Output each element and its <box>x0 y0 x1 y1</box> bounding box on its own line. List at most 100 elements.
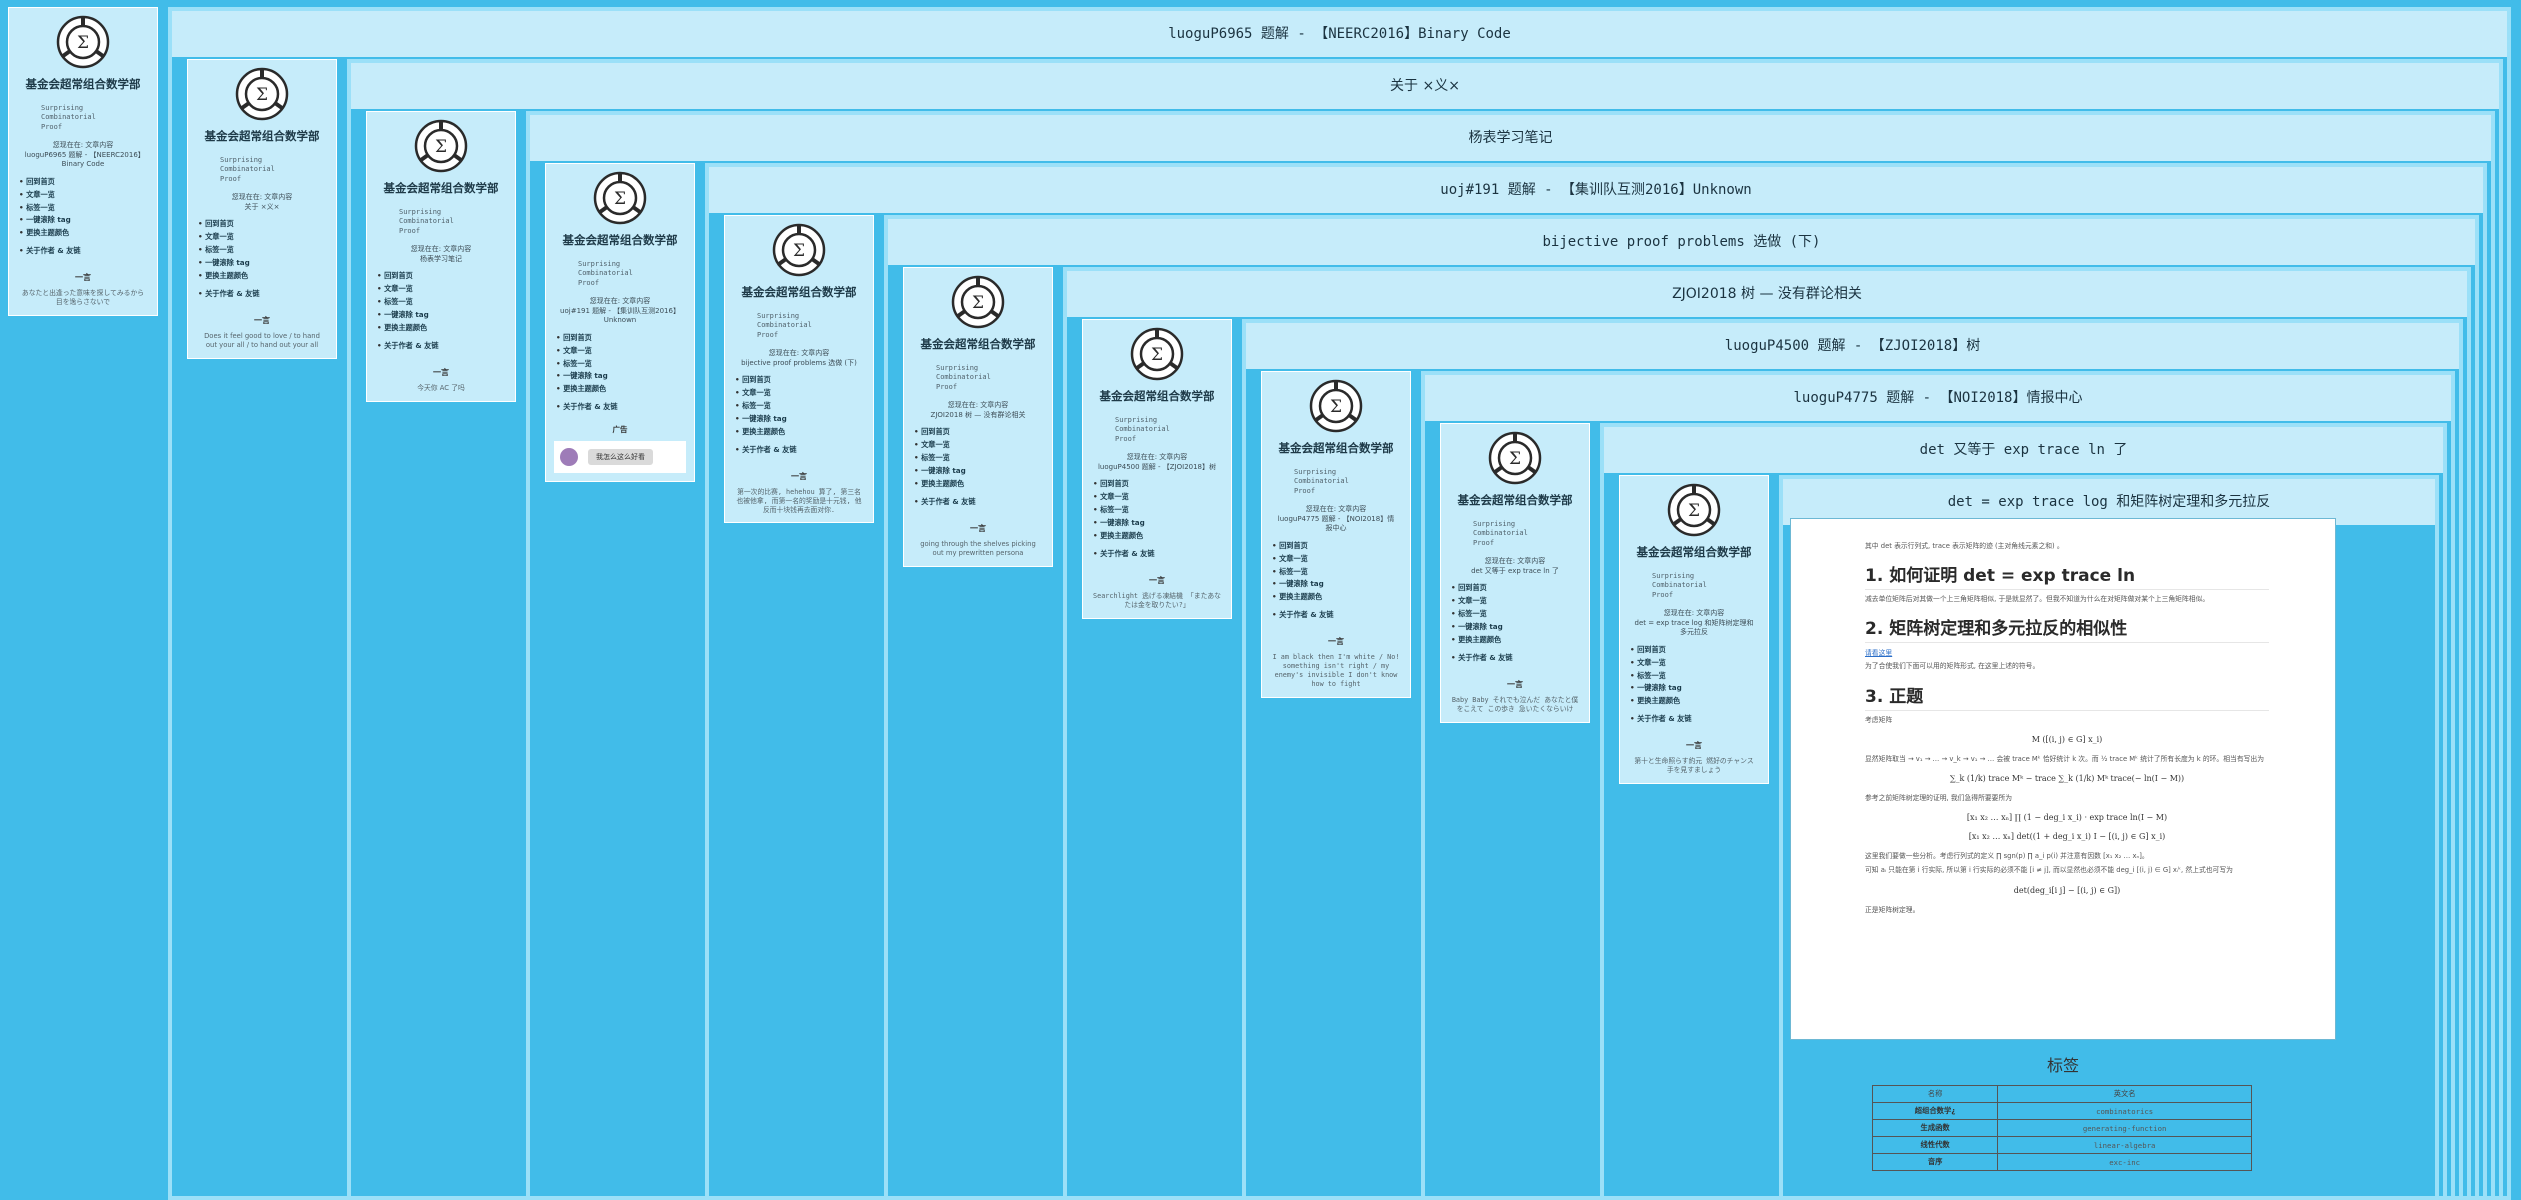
nav-tags[interactable]: 标签一览 <box>1093 504 1225 517</box>
site-title[interactable]: 基金会超常组合数学部 <box>204 129 320 143</box>
scp-logo-icon[interactable]: Σ <box>1483 430 1547 486</box>
yiyan-title: 一言 <box>970 523 986 533</box>
nav-home[interactable]: 回到首页 <box>1451 582 1583 595</box>
nav-articles[interactable]: 文章一览 <box>914 439 1046 452</box>
tag-slug[interactable]: exc-inc <box>1997 1153 2252 1171</box>
article-link[interactable]: 请看这里 <box>1865 649 1893 658</box>
site-title[interactable]: 基金会超常组合数学部 <box>1457 493 1573 507</box>
site-title[interactable]: 基金会超常组合数学部 <box>562 233 678 247</box>
nav-articles[interactable]: 文章一览 <box>1630 657 1762 670</box>
tag-name[interactable]: 音序 <box>1871 1153 1999 1171</box>
nav-hide-tags[interactable]: 一键滚除 tag <box>735 413 867 426</box>
ad-box[interactable]: 我怎么这么好看 <box>554 441 686 474</box>
nav-hide-tags[interactable]: 一键滚除 tag <box>556 370 688 383</box>
nav-hide-tags[interactable]: 一键滚除 tag <box>19 214 151 227</box>
site-title[interactable]: 基金会超常组合数学部 <box>1278 441 1394 455</box>
scp-logo-icon[interactable]: Σ <box>767 222 831 278</box>
nav-theme-color[interactable]: 更换主题颜色 <box>377 322 509 335</box>
nav-articles[interactable]: 文章一览 <box>735 387 867 400</box>
scp-logo-icon[interactable]: Σ <box>946 274 1010 330</box>
nav-tags[interactable]: 标签一览 <box>19 202 151 215</box>
site-title[interactable]: 基金会超常组合数学部 <box>25 77 141 91</box>
nav-hide-tags[interactable]: 一键滚除 tag <box>377 309 509 322</box>
nav-home[interactable]: 回到首页 <box>556 332 688 345</box>
scp-logo-icon[interactable]: Σ <box>230 66 294 122</box>
nav-theme-color[interactable]: 更换主题颜色 <box>1630 695 1762 708</box>
nav-tags[interactable]: 标签一览 <box>1630 670 1762 683</box>
scp-logo-icon[interactable]: Σ <box>51 14 115 70</box>
tag-name[interactable]: 超组合数学¿ <box>1871 1102 1999 1120</box>
scp-logo-icon[interactable]: Σ <box>588 170 652 226</box>
nav-home[interactable]: 回到首页 <box>914 426 1046 439</box>
nav-home[interactable]: 回到首页 <box>1093 478 1225 491</box>
nav-home[interactable]: 回到首页 <box>1630 644 1762 657</box>
nav-theme-color[interactable]: 更换主题颜色 <box>556 383 688 396</box>
nav-about[interactable]: 关于作者 & 友链 <box>1451 652 1583 665</box>
site-title[interactable]: 基金会超常组合数学部 <box>920 337 1036 351</box>
site-title[interactable]: 基金会超常组合数学部 <box>383 181 499 195</box>
nav-hide-tags[interactable]: 一键滚除 tag <box>914 465 1046 478</box>
nav-about[interactable]: 关于作者 & 友链 <box>1272 609 1404 622</box>
tag-slug[interactable]: generating-function <box>1997 1119 2252 1137</box>
nav-tags[interactable]: 标签一览 <box>735 400 867 413</box>
nav-tags[interactable]: 标签一览 <box>377 296 509 309</box>
nav-about[interactable]: 关于作者 & 友链 <box>1093 548 1225 561</box>
tag-name[interactable]: 线性代数 <box>1871 1136 1999 1154</box>
nav-articles[interactable]: 文章一览 <box>1451 595 1583 608</box>
nav-about[interactable]: 关于作者 & 友链 <box>198 288 330 301</box>
nav-tags[interactable]: 标签一览 <box>914 452 1046 465</box>
nav-home[interactable]: 回到首页 <box>1272 540 1404 553</box>
nav-about[interactable]: 关于作者 & 友链 <box>556 401 688 414</box>
nav-articles[interactable]: 文章一览 <box>19 189 151 202</box>
nav-theme-color[interactable]: 更换主题颜色 <box>1093 530 1225 543</box>
nav-tags[interactable]: 标签一览 <box>1272 566 1404 579</box>
nav-home[interactable]: 回到首页 <box>19 176 151 189</box>
site-title[interactable]: 基金会超常组合数学部 <box>1636 545 1752 559</box>
nav-theme-color[interactable]: 更换主题颜色 <box>914 478 1046 491</box>
nav-articles[interactable]: 文章一览 <box>556 345 688 358</box>
nav-about[interactable]: 关于作者 & 友链 <box>1630 713 1762 726</box>
tag-slug[interactable]: linear-algebra <box>1997 1136 2252 1154</box>
site-title[interactable]: 基金会超常组合数学部 <box>1099 389 1215 403</box>
site-title[interactable]: 基金会超常组合数学部 <box>741 285 857 299</box>
nav-hide-tags[interactable]: 一键滚除 tag <box>1451 621 1583 634</box>
nav-theme-color[interactable]: 更换主题颜色 <box>735 426 867 439</box>
nav-hide-tags[interactable]: 一键滚除 tag <box>1272 578 1404 591</box>
scp-logo-icon[interactable]: Σ <box>409 118 473 174</box>
nav-home[interactable]: 回到首页 <box>198 218 330 231</box>
nav-articles[interactable]: 文章一览 <box>198 231 330 244</box>
nav-about[interactable]: 关于作者 & 友链 <box>19 245 151 258</box>
tag-slug[interactable]: combinatorics <box>1997 1102 2252 1120</box>
tag-name[interactable]: 生成函数 <box>1871 1119 1999 1137</box>
nav-hide-tags[interactable]: 一键滚除 tag <box>1093 517 1225 530</box>
nav-theme-color[interactable]: 更换主题颜色 <box>198 270 330 283</box>
nav-theme-color[interactable]: 更换主题颜色 <box>1451 634 1583 647</box>
nav-home[interactable]: 回到首页 <box>377 270 509 283</box>
nav-about[interactable]: 关于作者 & 友链 <box>914 496 1046 509</box>
sidebar-level-2: Σ 基金会超常组合数学部 Surprising Combinatorial Proo… <box>366 111 516 402</box>
svg-text:Σ: Σ <box>1509 449 1521 469</box>
nav-hide-tags[interactable]: 一键滚除 tag <box>198 257 330 270</box>
yiyan-title: 一言 <box>75 273 91 283</box>
nav-tags[interactable]: 标签一览 <box>556 358 688 371</box>
nav-tags[interactable]: 标签一览 <box>1451 608 1583 621</box>
nav-about[interactable]: 关于作者 & 友链 <box>377 340 509 353</box>
nav-theme-color[interactable]: 更换主题颜色 <box>19 227 151 240</box>
nav-theme-color[interactable]: 更换主题颜色 <box>1272 591 1404 604</box>
scp-logo-icon[interactable]: Σ <box>1125 326 1189 382</box>
nav-articles[interactable]: 文章一览 <box>377 283 509 296</box>
nav-about[interactable]: 关于作者 & 友链 <box>735 444 867 457</box>
ad-tag[interactable]: 我怎么这么好看 <box>588 449 653 466</box>
nav-articles[interactable]: 文章一览 <box>1093 491 1225 504</box>
scp-logo-icon[interactable]: Σ <box>1304 378 1368 434</box>
nav-list: 回到首页文章一览标签一览一键滚除 tag更换主题颜色关于作者 & 友链 <box>735 374 867 457</box>
site-subtitle: Surprising Combinatorial Proof <box>399 208 454 235</box>
nav-tags[interactable]: 标签一览 <box>198 244 330 257</box>
nav-hide-tags[interactable]: 一键滚除 tag <box>1630 682 1762 695</box>
scp-logo-icon[interactable]: Σ <box>1662 482 1726 538</box>
nav-articles[interactable]: 文章一览 <box>1272 553 1404 566</box>
nav-home[interactable]: 回到首页 <box>735 374 867 387</box>
nav-list: 回到首页文章一览标签一览一键滚除 tag更换主题颜色关于作者 & 友链 <box>198 218 330 301</box>
